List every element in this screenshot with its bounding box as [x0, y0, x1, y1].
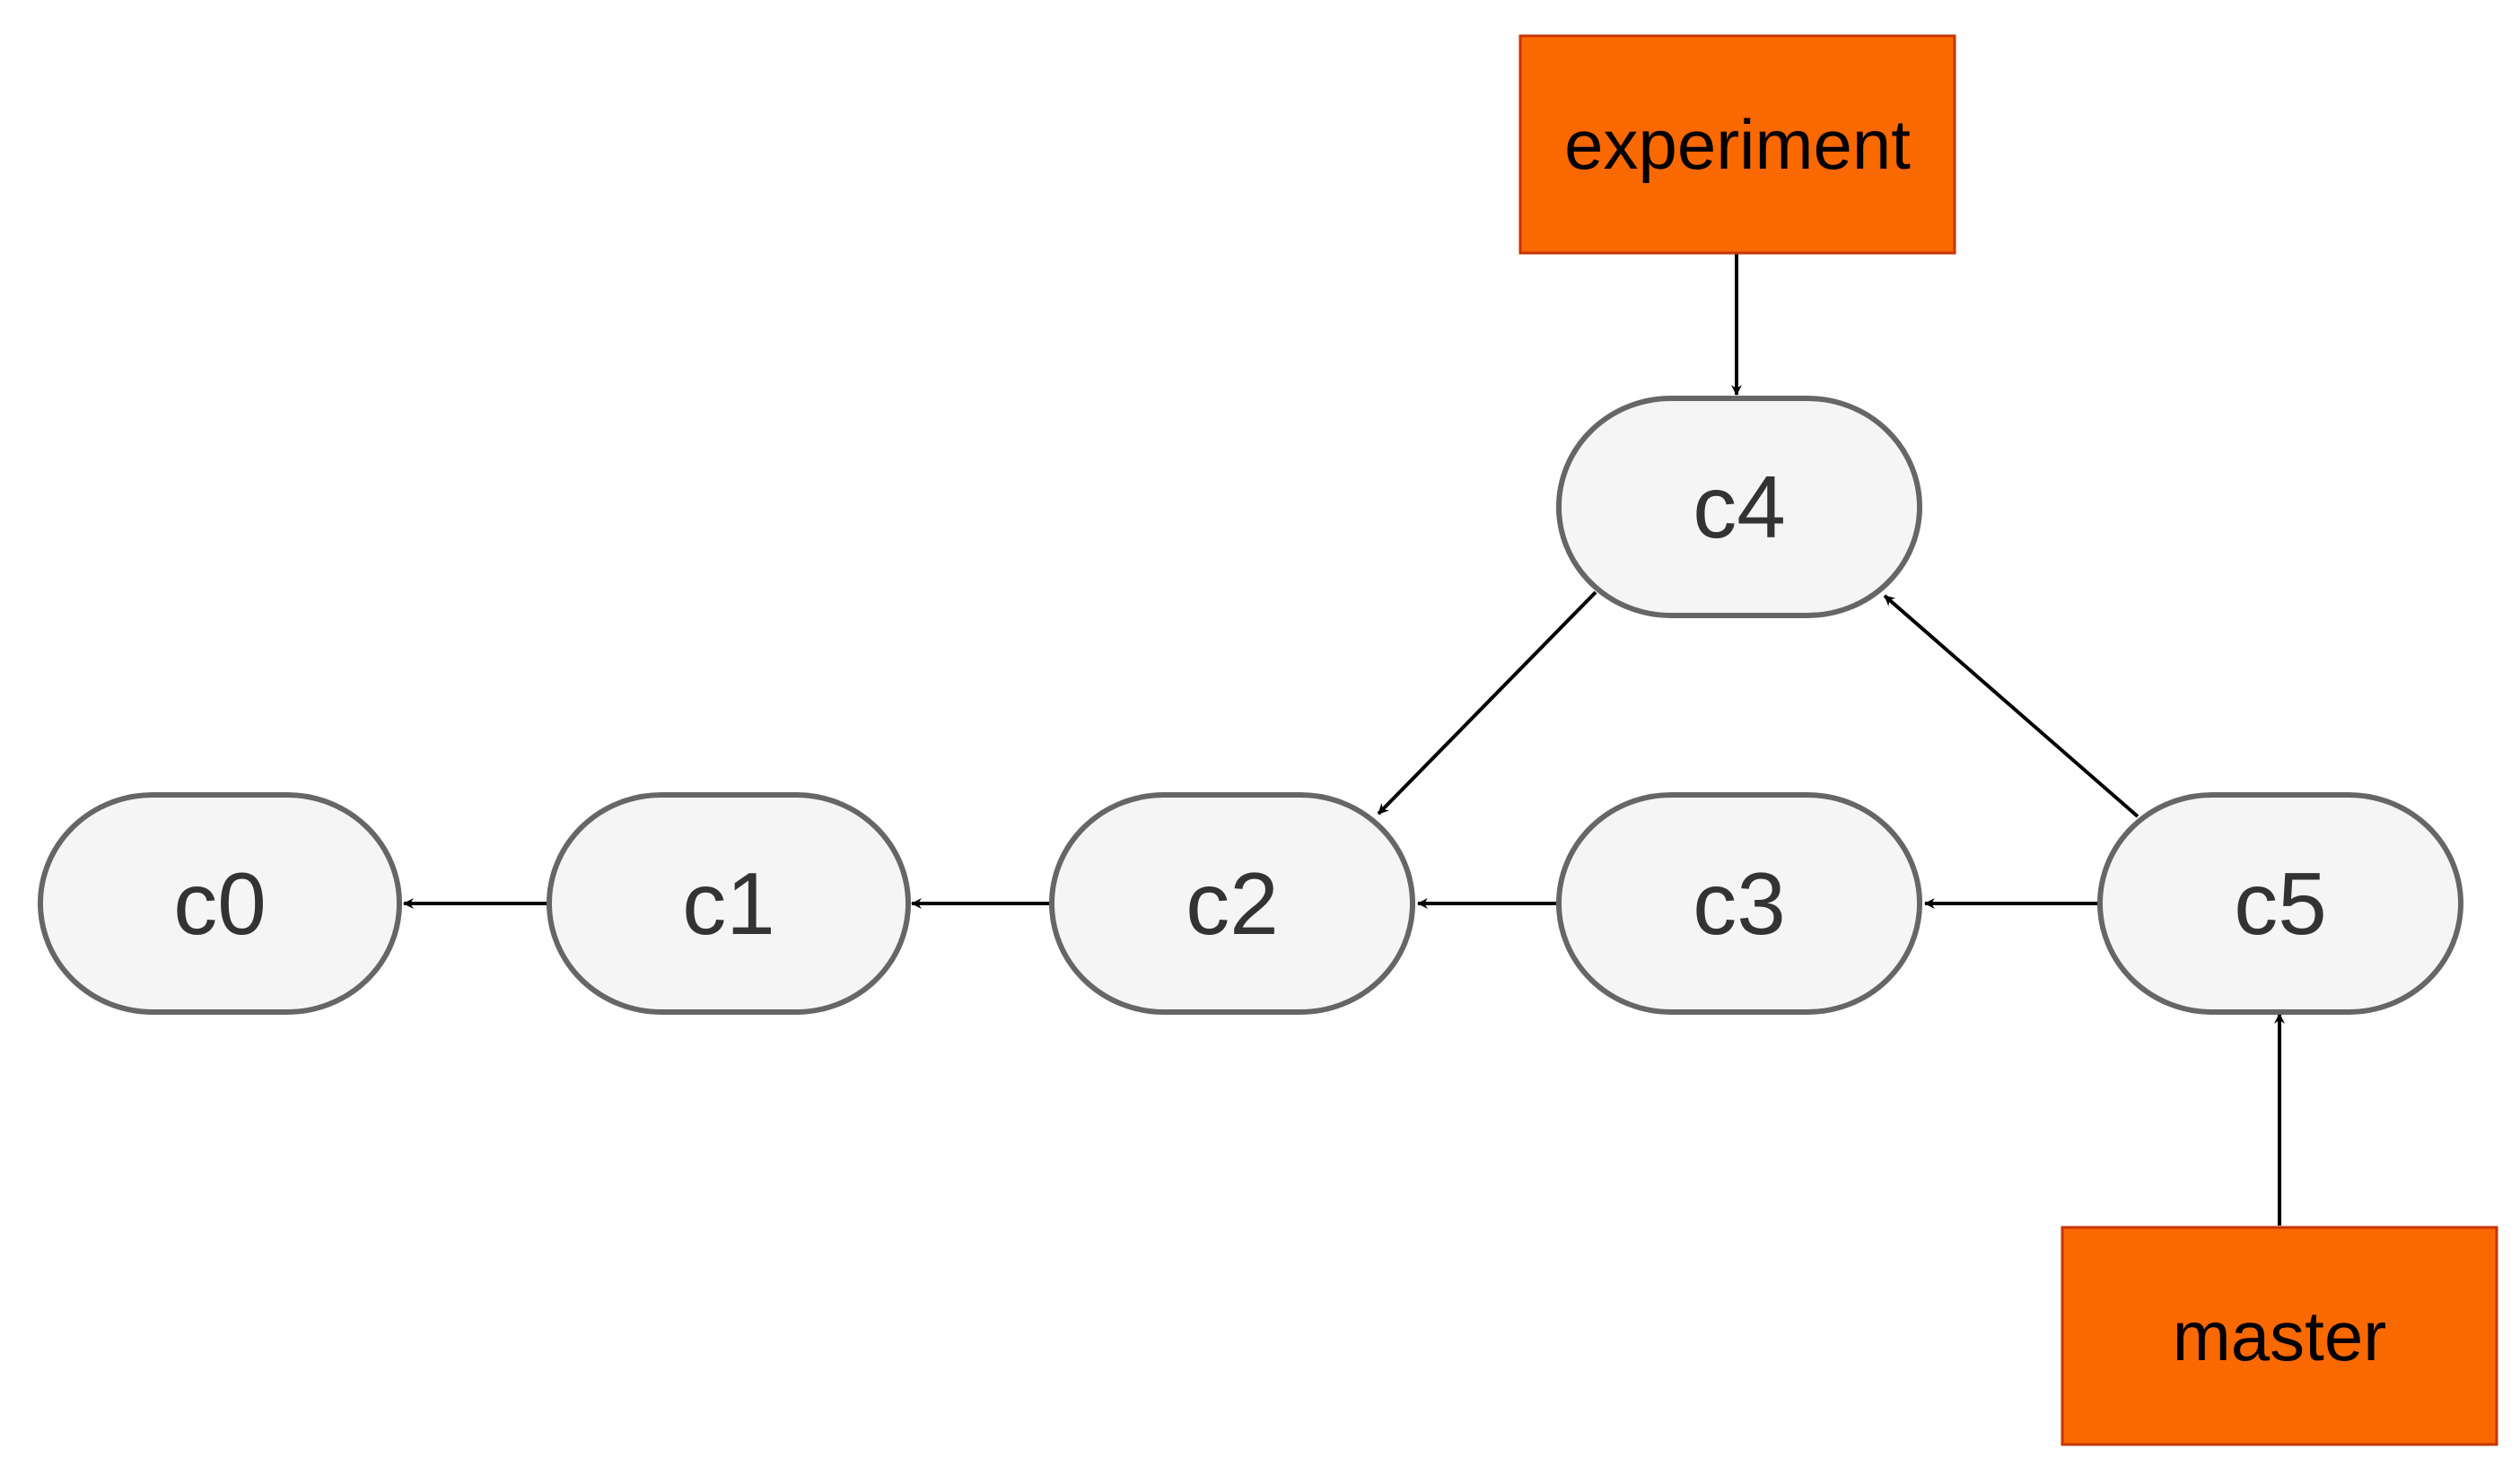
commit-node-c0: c0	[38, 792, 402, 1015]
commit-node-c3: c3	[1556, 792, 1922, 1015]
commit-node-c4: c4	[1556, 396, 1922, 618]
branch-label: master	[2173, 1296, 2386, 1375]
commit-node-c2: c2	[1049, 792, 1415, 1015]
commit-label: c3	[1693, 854, 1786, 953]
commit-label: c5	[2234, 854, 2327, 953]
edge-c4-c2	[1377, 590, 1597, 816]
branches: experiment master	[1518, 34, 2498, 1446]
commit-node-c1: c1	[547, 792, 911, 1015]
commit-label: c1	[682, 854, 775, 953]
edge-c5-c4	[1883, 594, 2139, 818]
branch-experiment: experiment	[1518, 34, 1956, 255]
branch-label: experiment	[1564, 105, 1911, 184]
commit-label: c2	[1186, 854, 1279, 953]
commits: c0 c1 c2 c3 c4 c5	[38, 396, 2463, 1015]
commit-label: c0	[173, 854, 267, 953]
commit-node-c5: c5	[2097, 792, 2463, 1015]
branch-master: master	[2061, 1226, 2498, 1446]
commit-label: c4	[1693, 458, 1786, 556]
edges	[403, 253, 2285, 1226]
